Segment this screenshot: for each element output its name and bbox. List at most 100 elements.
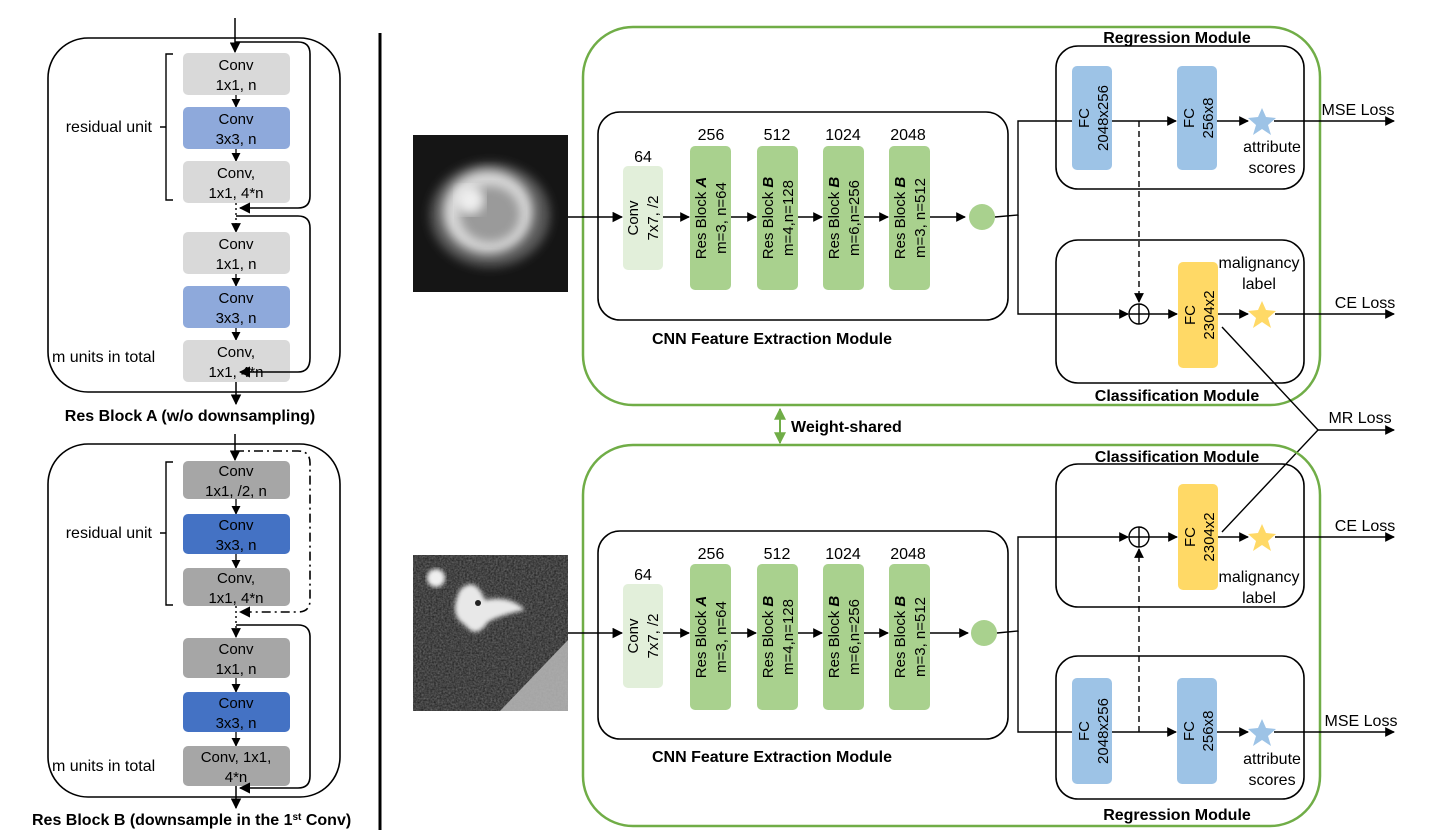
classification-module-box	[1055, 239, 1305, 384]
svg-text:Res Block A: Res Block A	[693, 596, 710, 679]
conv7-box	[623, 166, 663, 270]
res-b-unit-1: Conv 1x1, /2, n	[183, 461, 290, 500]
svg-text:m=3, n=512: m=3, n=512	[912, 178, 929, 258]
fc-2304x2-box	[1178, 262, 1218, 368]
conv-label: Conv, 1x1,	[201, 749, 272, 766]
svg-text:512: 512	[764, 546, 791, 563]
cnn-module-label: CNN Feature Extraction Module	[652, 749, 892, 766]
svg-text:FC: FC	[1076, 108, 1093, 128]
svg-text:scores: scores	[1248, 160, 1295, 177]
svg-text:label: label	[1242, 276, 1276, 293]
residual-unit-label: residual unit	[66, 525, 153, 542]
res-block-box	[823, 564, 864, 710]
conv-box-3x3	[183, 107, 290, 149]
svg-text:scores: scores	[1248, 772, 1295, 789]
svg-text:Res Block B: Res Block B	[892, 177, 909, 260]
block-channels: 1024	[825, 127, 861, 144]
top-branch-border	[581, 25, 1322, 407]
svg-text:m=4,n=128: m=4,n=128	[780, 180, 797, 256]
conv-label: Conv	[218, 236, 254, 253]
weight-shared: Weight-shared	[774, 407, 902, 445]
block-channels: 256	[698, 127, 725, 144]
svg-text:Res Block B: Res Block B	[826, 177, 843, 260]
svg-text:Res Block B: Res Block B	[760, 177, 777, 260]
conv-params: 4*n	[225, 769, 248, 786]
conv-params: 3x3, n	[216, 537, 257, 554]
res-block-b-node-1: 512 Res Block B m=4,n=128	[757, 546, 798, 710]
res-block-box	[690, 564, 731, 710]
svg-text:label: label	[1242, 590, 1276, 607]
svg-text:m=6,n=256: m=6,n=256	[846, 180, 863, 256]
svg-text:malignancy: malignancy	[1219, 255, 1300, 272]
svg-text:attribute: attribute	[1243, 139, 1301, 156]
res-b-unit-4: Conv 1x1, n	[183, 638, 290, 678]
malignancy-star	[1248, 524, 1276, 551]
conv-label: Conv,	[217, 165, 255, 182]
conv-box-3x3	[183, 286, 290, 328]
conv-label: Conv	[218, 111, 254, 128]
res-b-unit-5: Conv 3x3, n	[183, 692, 290, 732]
conv-params: 1x1, 4*n	[208, 590, 263, 607]
fc-256x8-box	[1177, 66, 1217, 170]
conv-box-1x1-4n	[183, 746, 290, 786]
svg-text:attribute: attribute	[1243, 751, 1301, 768]
svg-text:FC: FC	[1076, 721, 1093, 741]
regression-module-title: Regression Module	[1103, 807, 1251, 824]
conv-box-3x3	[183, 692, 290, 732]
res-a-unit-3: Conv, 1x1, 4*n	[183, 161, 290, 203]
svg-text:m=3, n=64: m=3, n=64	[713, 182, 730, 254]
skip-connection	[236, 624, 311, 794]
regression-module-box	[1055, 45, 1305, 190]
cnn-module-box	[597, 530, 1009, 740]
m-units-label: m units in total	[52, 758, 155, 775]
conv-box-1x1-4n	[183, 568, 290, 606]
svg-text:Res Block B: Res Block B	[826, 596, 843, 679]
svg-text:FC: FC	[1181, 108, 1198, 128]
ct-image-top	[413, 135, 568, 292]
res-block-box	[823, 146, 864, 290]
fc-256x8-box	[1177, 678, 1217, 784]
block-channels: 2048	[890, 127, 926, 144]
svg-text:1024: 1024	[825, 546, 861, 563]
malignancy-star	[1248, 301, 1276, 328]
conv-label: Conv	[218, 695, 254, 712]
conv-box-1x1-stride2	[183, 461, 290, 499]
conv-params: 3x3, n	[216, 715, 257, 732]
svg-text:2048x256: 2048x256	[1095, 698, 1112, 764]
svg-text:m=6,n=256: m=6,n=256	[846, 599, 863, 675]
res-block-a-node: 256 Res Block A m=3, n=64	[690, 127, 731, 290]
svg-text:Res Block A: Res Block A	[693, 177, 710, 260]
svg-text:2048x256: 2048x256	[1095, 85, 1112, 151]
residual-bracket	[160, 53, 173, 201]
res-block-b: Conv 1x1, /2, n Conv 3x3, n Conv, 1x1, 4…	[32, 434, 351, 829]
res-a-unit-4: Conv 1x1, n	[183, 232, 290, 274]
res-block-b-caption: Res Block B (downsample in the 1st Conv)	[32, 812, 351, 830]
svg-text:FC: FC	[1182, 305, 1199, 325]
svg-text:FC: FC	[1181, 721, 1198, 741]
res-block-b-node-3: 2048 Res Block B m=3, n=512	[889, 546, 930, 710]
svg-text:256: 256	[698, 546, 725, 563]
svg-text:m=3, n=512: m=3, n=512	[912, 597, 929, 677]
conv-box-3x3	[183, 514, 290, 554]
res-b-unit-3: Conv, 1x1, 4*n	[183, 568, 290, 607]
svg-text:2304x2: 2304x2	[1201, 512, 1218, 561]
conv-box-1x1	[183, 53, 290, 95]
svg-text:Res Block B: Res Block B	[760, 596, 777, 679]
residual-bracket	[160, 461, 173, 606]
res-block-box	[889, 146, 930, 290]
svg-text:malignancy: malignancy	[1219, 569, 1300, 586]
ce-loss-label: CE Loss	[1335, 518, 1395, 535]
conv-label: Conv	[218, 57, 254, 74]
res-block-b-node-1: 512 Res Block B m=4,n=128	[757, 127, 798, 290]
projection-skip-connection	[235, 450, 311, 618]
regression-module-title: Regression Module	[1103, 30, 1251, 47]
m-units-label: m units in total	[52, 349, 155, 366]
feature-node	[971, 620, 997, 646]
conv-params: 3x3, n	[216, 310, 257, 327]
conv-label: Conv	[218, 517, 254, 534]
conv-params: 1x1, n	[216, 77, 257, 94]
mse-loss-label: MSE Loss	[1322, 102, 1395, 119]
res-b-unit-6: Conv, 1x1, 4*n	[183, 746, 290, 786]
res-a-unit-6: Conv, 1x1, 4*n	[183, 340, 290, 382]
block-channels: 512	[764, 127, 791, 144]
